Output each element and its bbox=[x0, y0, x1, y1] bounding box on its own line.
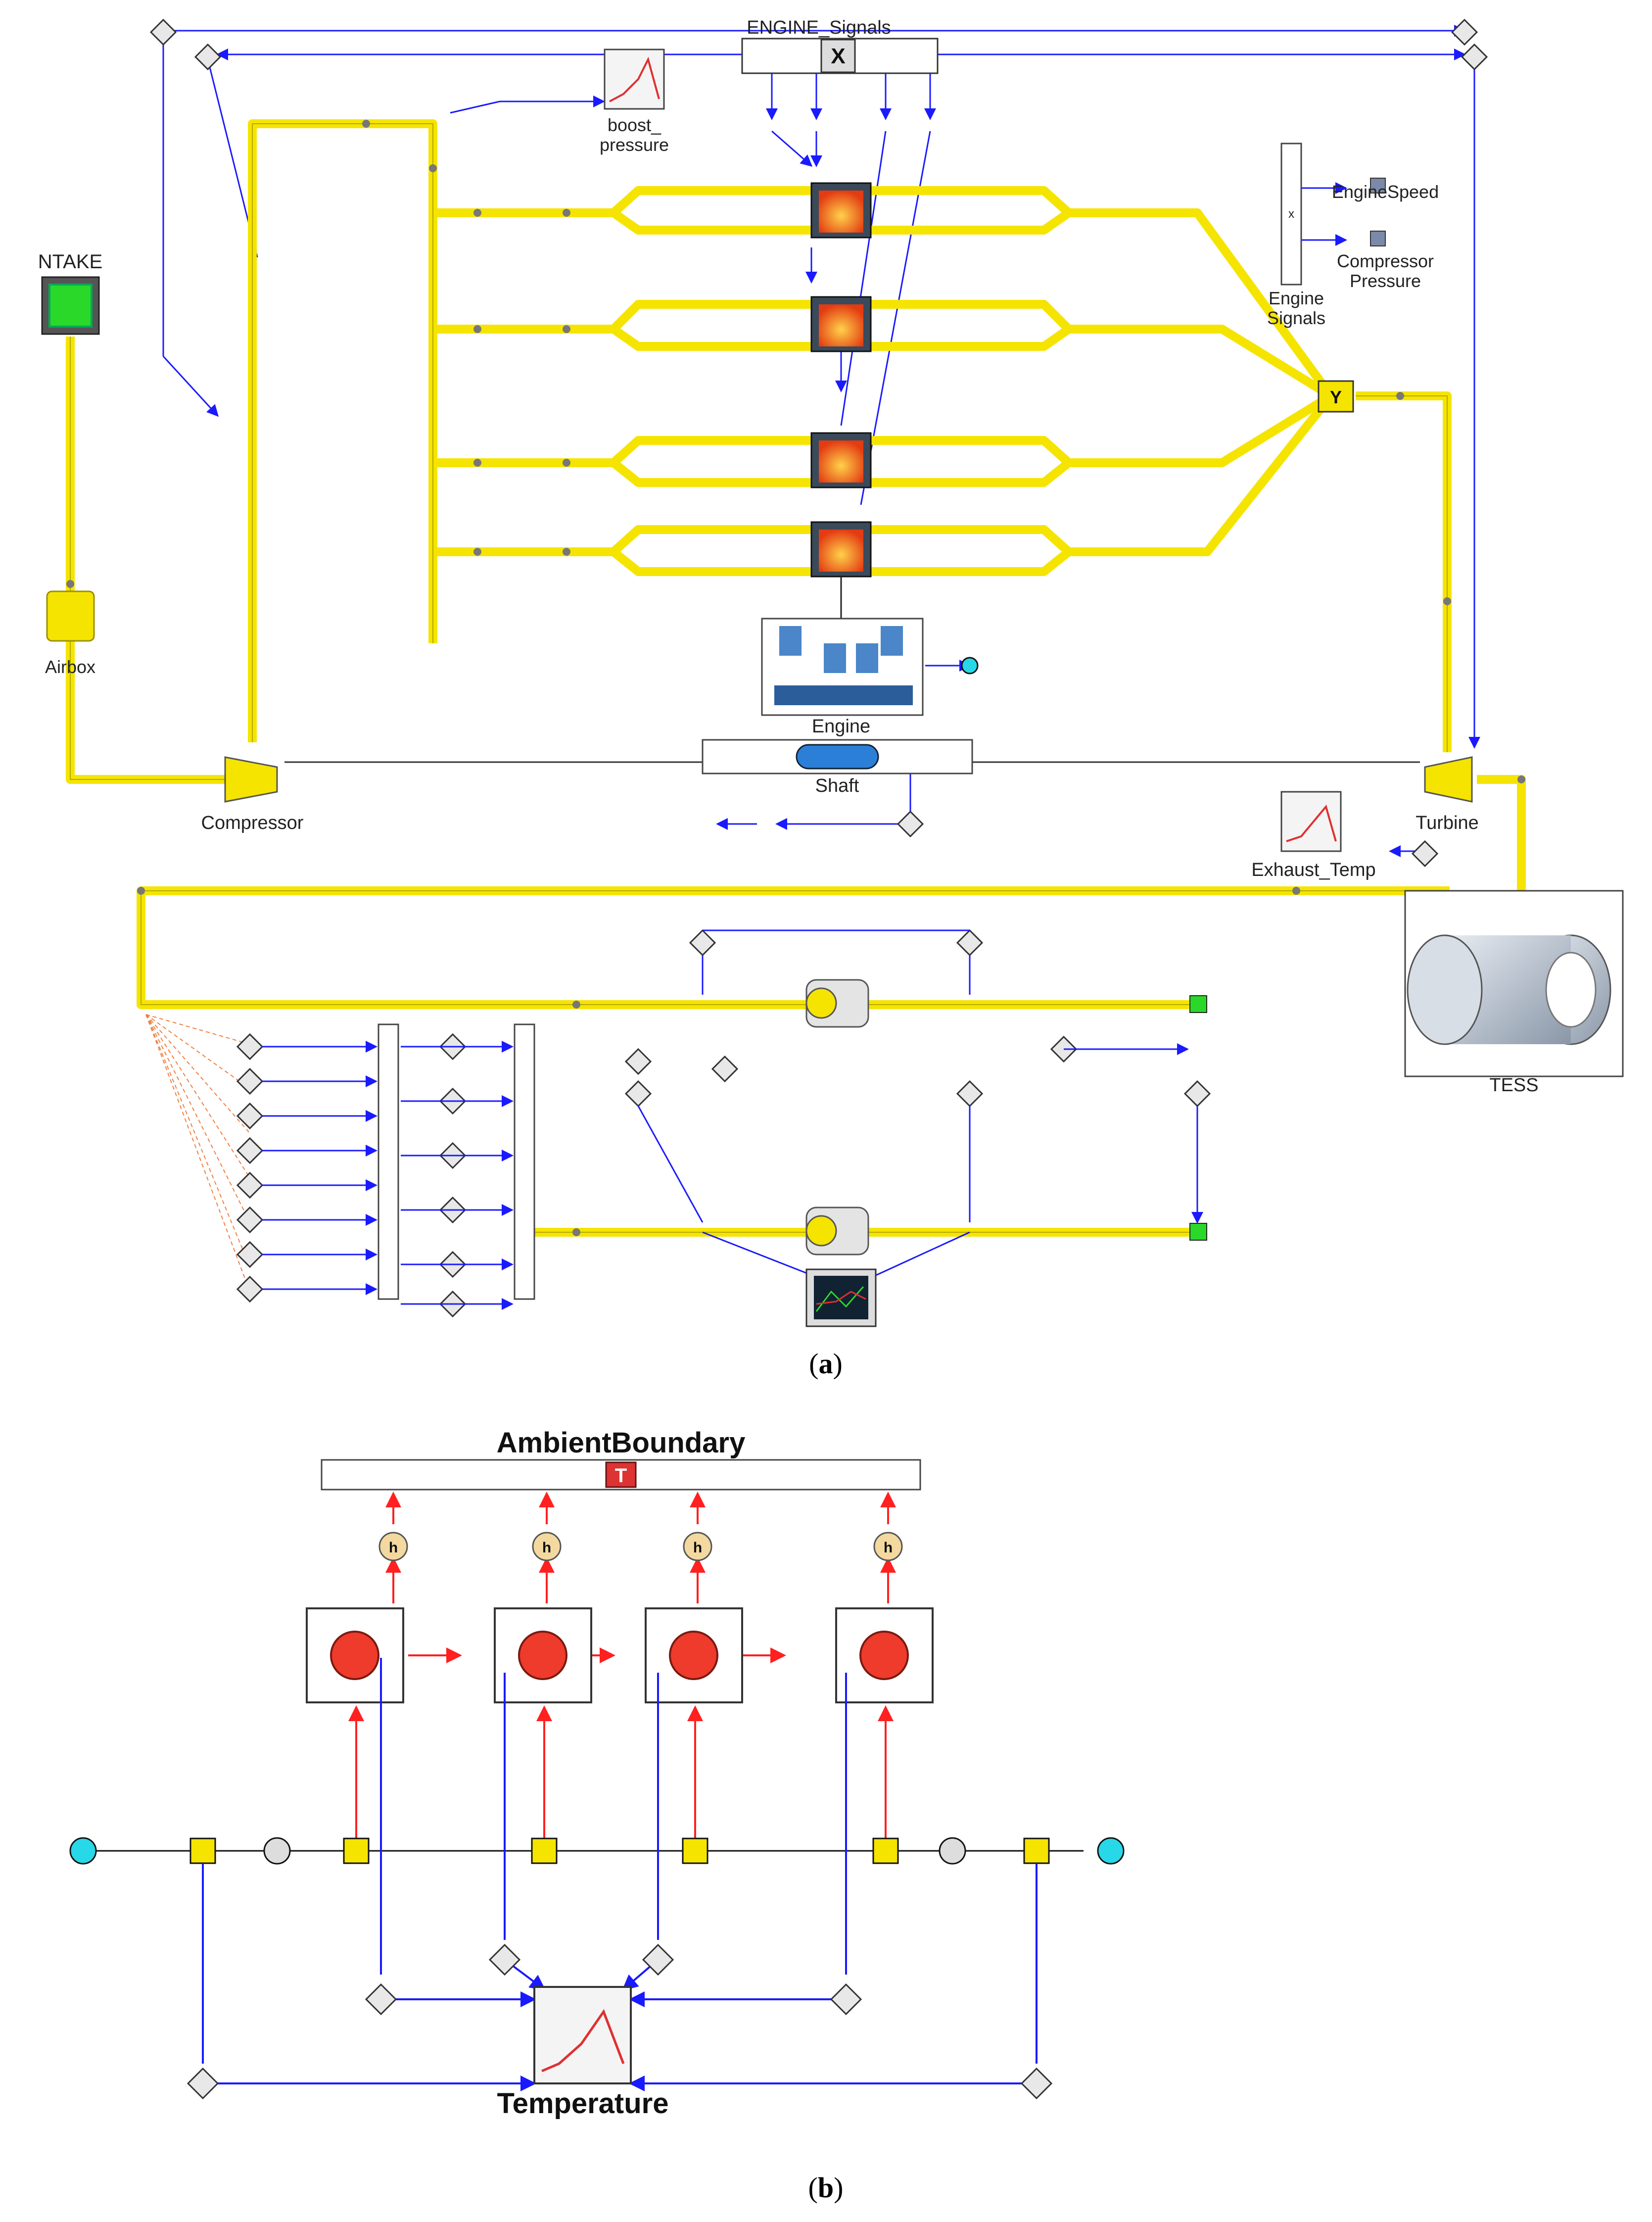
convection-nodes: h h h h bbox=[378, 1532, 903, 1561]
compressor-pressure-label-1: Compressor bbox=[1337, 251, 1434, 271]
engine-signals-sub-label-1: Engine bbox=[1269, 288, 1324, 308]
pipe-edges bbox=[70, 123, 1450, 1233]
svg-text:Y: Y bbox=[1330, 387, 1342, 407]
sensor-fan-lines bbox=[145, 1014, 250, 1292]
turbine[interactable]: Turbine bbox=[1416, 756, 1479, 833]
airbox[interactable]: Airbox bbox=[45, 590, 95, 677]
storage-tank-lower[interactable] bbox=[805, 1207, 869, 1256]
intake-boundary[interactable]: NTAKE bbox=[38, 251, 102, 335]
flow-components bbox=[69, 1837, 1125, 1865]
loop-outlet-upper bbox=[1189, 995, 1207, 1013]
engine-signals-label: ENGINE_Signals bbox=[747, 17, 891, 38]
engine-signals-sub-label-2: Signals bbox=[1267, 308, 1325, 328]
thermal-mass-3[interactable] bbox=[645, 1607, 743, 1703]
ambient-boundary-label: AmbientBoundary bbox=[497, 1427, 746, 1459]
thermal-mass-2[interactable] bbox=[494, 1607, 592, 1703]
svg-text:h: h bbox=[884, 1540, 893, 1556]
intake-label: NTAKE bbox=[38, 251, 102, 273]
loop-monitor-scope[interactable] bbox=[805, 1268, 877, 1327]
control-bus-1 bbox=[378, 1023, 399, 1300]
exhaust-temp-monitor[interactable]: Exhaust_Temp bbox=[1251, 791, 1376, 880]
ambient-boundary-bus[interactable]: T bbox=[321, 1459, 921, 1491]
cylinder-4[interactable] bbox=[810, 521, 872, 578]
control-links-a bbox=[262, 929, 1203, 1310]
svg-text:T: T bbox=[615, 1465, 627, 1487]
engine-speed-label: EngineSpeed bbox=[1332, 182, 1439, 202]
tess-label: TESS bbox=[1489, 1075, 1538, 1096]
panel-a: X ENGINE_Signals boost_ pressure NTAKE A… bbox=[38, 17, 1624, 1380]
compressor[interactable]: Compressor bbox=[201, 756, 304, 833]
exhaust-temp-label: Exhaust_Temp bbox=[1251, 860, 1375, 880]
boost-pressure-label-2: pressure bbox=[600, 135, 669, 155]
heat-links bbox=[348, 1492, 896, 1838]
svg-text:h: h bbox=[389, 1540, 398, 1556]
control-bus-2 bbox=[514, 1023, 535, 1300]
storage-tank-upper[interactable] bbox=[805, 979, 869, 1028]
engine-signals-bus: X ENGINE_Signals bbox=[741, 17, 939, 74]
svg-text:x: x bbox=[1288, 207, 1294, 221]
cylinder-1[interactable] bbox=[810, 182, 872, 239]
thermal-mass-4[interactable] bbox=[835, 1607, 934, 1703]
turbine-label: Turbine bbox=[1416, 813, 1478, 833]
temperature-label: Temperature bbox=[497, 2087, 668, 2120]
shaft[interactable]: Shaft bbox=[284, 739, 1420, 796]
svg-text:X: X bbox=[831, 44, 845, 68]
sensor-links-b bbox=[202, 1658, 1038, 2091]
boost-pressure-label-1: boost_ bbox=[608, 115, 661, 135]
caption-a: (a) bbox=[809, 1348, 843, 1380]
caption-b: (b) bbox=[808, 2172, 844, 2204]
engine-signals-subbus: x EngineSpeed Compressor Pressure Engine… bbox=[1267, 143, 1439, 328]
boost-pressure-monitor[interactable]: boost_ pressure bbox=[600, 48, 669, 155]
signal-links bbox=[162, 25, 1480, 857]
loop-outlet-lower bbox=[1189, 1223, 1207, 1241]
shaft-label: Shaft bbox=[815, 775, 859, 796]
sensor-nodes-b bbox=[187, 1943, 1053, 2100]
compressor-pressure-label-2: Pressure bbox=[1350, 271, 1421, 291]
svg-text:h: h bbox=[542, 1540, 551, 1556]
cylinder-3[interactable] bbox=[810, 432, 872, 488]
compressor-label: Compressor bbox=[201, 813, 304, 833]
airbox-label: Airbox bbox=[45, 657, 95, 677]
svg-text:h: h bbox=[693, 1540, 702, 1556]
temperature-monitor[interactable]: Temperature bbox=[497, 1986, 669, 2120]
engine-block[interactable]: Engine bbox=[761, 618, 924, 737]
exhaust-junction[interactable] bbox=[1318, 380, 1354, 413]
cylinder-2[interactable] bbox=[810, 296, 872, 352]
thermal-mass-1[interactable] bbox=[306, 1607, 404, 1703]
engine-label: Engine bbox=[812, 716, 870, 737]
tess-unit[interactable]: TESS bbox=[1404, 890, 1624, 1096]
panel-b: AmbientBoundary T bbox=[69, 1427, 1125, 2204]
flow-markers bbox=[66, 120, 1525, 1236]
engine-port-icon bbox=[961, 657, 979, 675]
